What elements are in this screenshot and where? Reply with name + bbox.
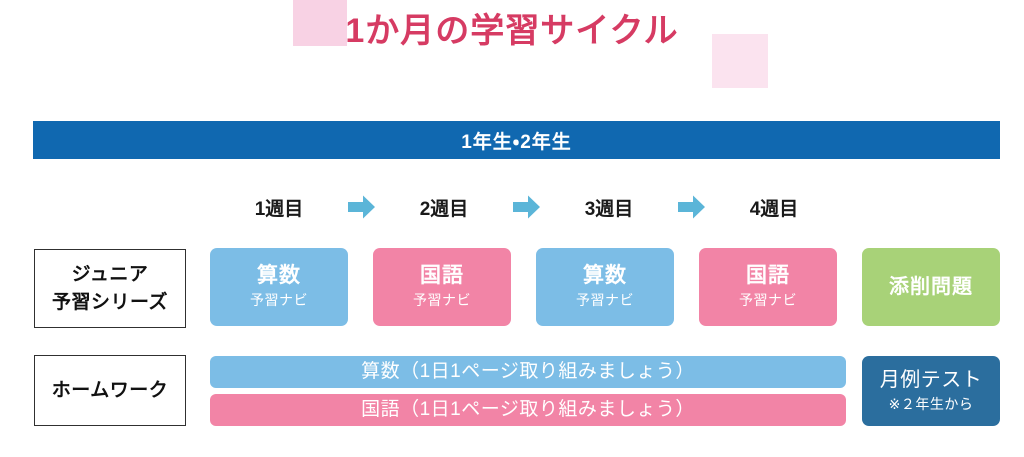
monthly-test-title: 月例テスト [879,369,983,391]
series-card-week4-sub: 予習ナビ [739,292,797,308]
week-label-2: 2週目 [419,198,469,220]
row-label-junior-line2: 予習シリーズ [51,291,169,313]
series-card-week2: 国語 予習ナビ [373,248,511,326]
row-label-homework: ホームワーク [34,355,186,426]
series-card-week4: 国語 予習ナビ [699,248,837,326]
week-label-3: 3週目 [584,198,634,220]
series-card-week2-subject: 国語 [420,264,464,287]
series-card-week2-sub: 予習ナビ [413,292,471,308]
week-label-4: 4週目 [749,198,799,220]
series-card-week3: 算数 予習ナビ [536,248,674,326]
grade-header-label: 1年生・2年生 [461,131,572,153]
homework-bar-group: 算数（1日1ページ取り組みましょう） 国語（1日1ページ取り組みましょう） [210,356,846,426]
series-card-week1-sub: 予習ナビ [250,292,308,308]
grade-header-bar: 1年生・2年生 [33,121,1000,159]
week-label-1: 1週目 [254,198,304,220]
series-card-correction: 添削問題 [862,248,1000,326]
row-label-junior-series: ジュニア 予習シリーズ [34,249,186,328]
series-card-week3-sub: 予習ナビ [576,292,634,308]
row-label-junior-line1: ジュニア [71,263,149,285]
series-card-correction-label: 添削問題 [889,276,973,298]
series-card-week1: 算数 予習ナビ [210,248,348,326]
arrow-right-icon [678,193,705,221]
homework-bar-japanese-label: 国語（1日1ページ取り組みましょう） [361,399,695,420]
arrow-right-icon [348,193,375,221]
homework-bar-math: 算数（1日1ページ取り組みましょう） [210,356,846,388]
monthly-test-note: ※２年生から [888,396,974,412]
row-label-homework-line1: ホームワーク [51,379,169,401]
series-card-week4-subject: 国語 [746,264,790,287]
monthly-test-card: 月例テスト ※２年生から [862,356,1000,426]
homework-bar-math-label: 算数（1日1ページ取り組みましょう） [361,361,695,382]
week-progression: 1週目 2週目 3週目 4週目 [210,188,845,226]
series-card-week1-subject: 算数 [257,264,301,287]
series-card-row: 算数 予習ナビ 国語 予習ナビ 算数 予習ナビ 国語 予習ナビ 添削問題 [210,248,1000,326]
series-card-week3-subject: 算数 [583,264,627,287]
homework-bar-japanese: 国語（1日1ページ取り組みましょう） [210,394,846,426]
arrow-right-icon [513,193,540,221]
page-title: 1か月の学習サイクル [345,12,679,50]
